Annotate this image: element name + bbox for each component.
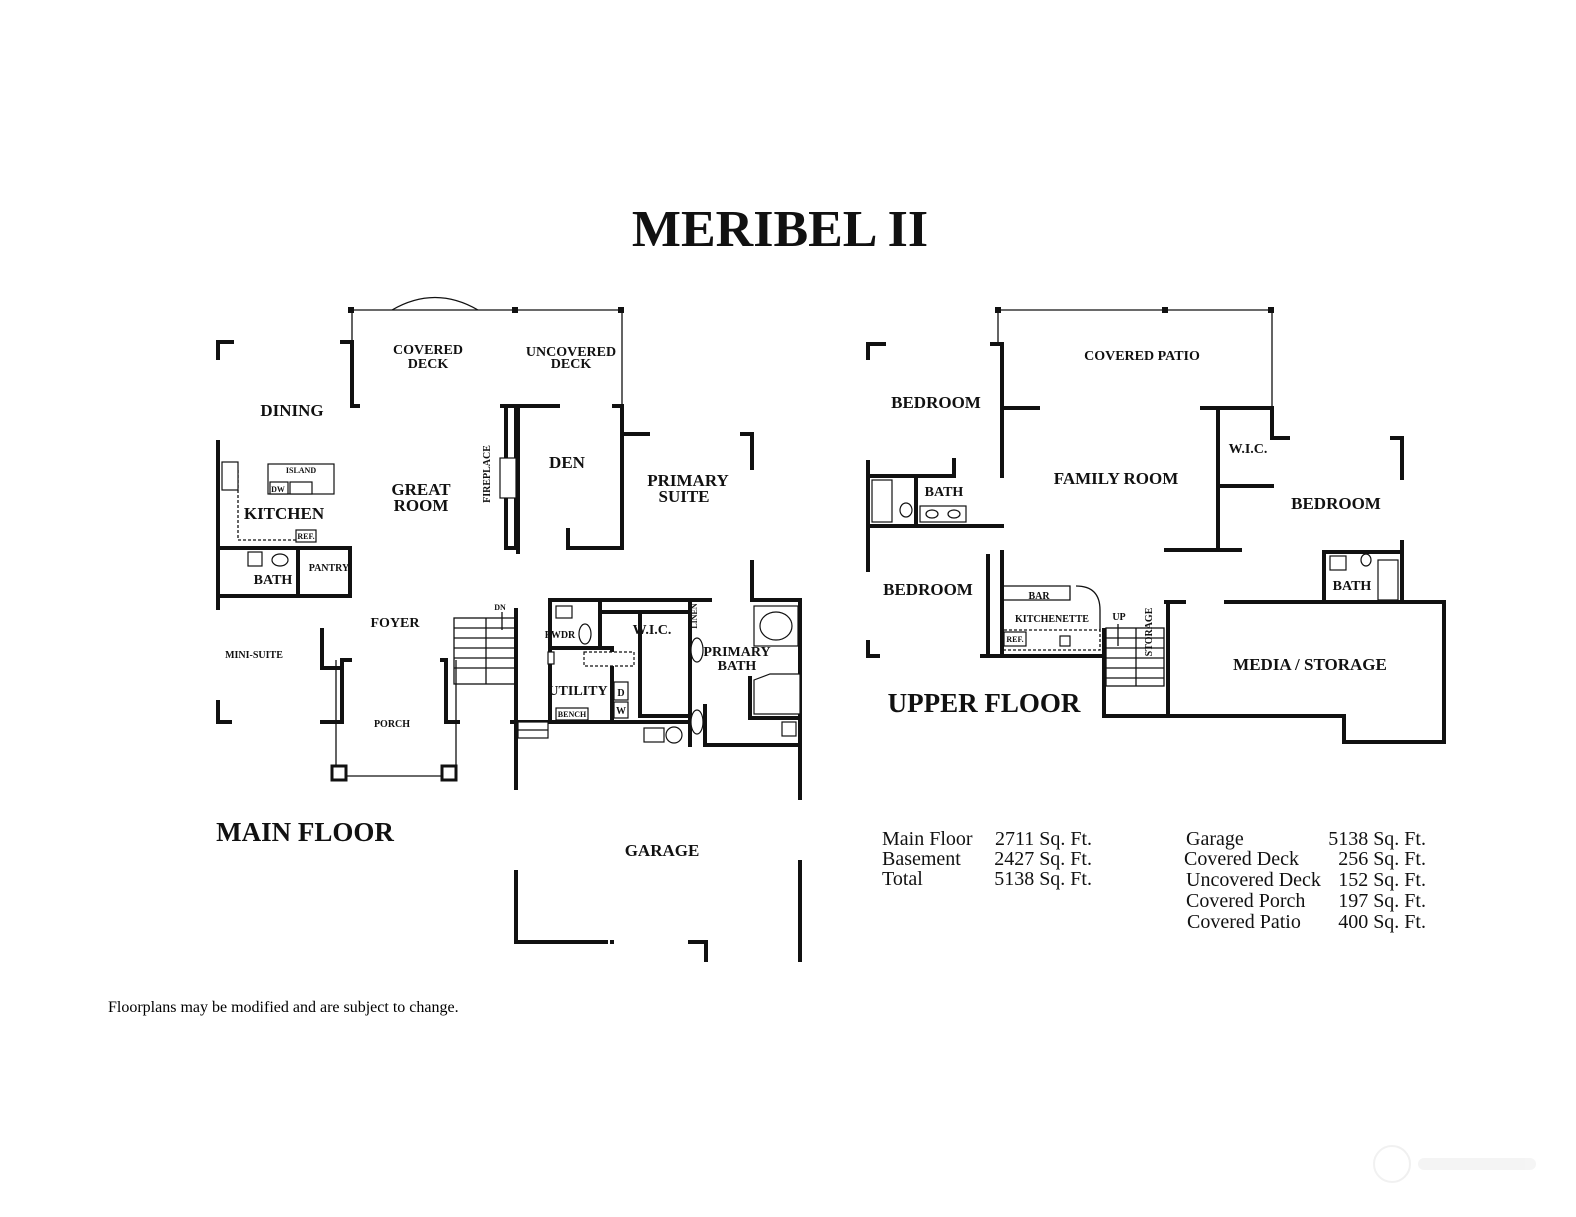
den-label: DEN: [549, 453, 586, 472]
stat-label: Covered Patio: [1187, 911, 1301, 933]
family-room-label: FAMILY ROOM: [1054, 469, 1179, 488]
bedroom-1-label: BEDROOM: [891, 393, 981, 412]
wic-label: W.I.C.: [633, 623, 672, 638]
utility-label: UTILITY: [548, 684, 607, 699]
dryer-label: D: [617, 688, 624, 699]
pantry-label: PANTRY: [309, 563, 350, 574]
kitchen-label: KITCHEN: [244, 504, 325, 523]
primary-bath-label-2: BATH: [718, 659, 757, 674]
disclaimer: Floorplans may be modified and are subje…: [108, 999, 459, 1016]
dn-label: DN: [494, 603, 506, 612]
stat-label: Basement: [882, 848, 961, 870]
bench-label: BENCH: [558, 710, 587, 719]
primary-suite-label-1: PRIMARY: [647, 471, 729, 490]
covered-deck-label-1: COVERED: [393, 343, 463, 358]
porch-label: PORCH: [374, 719, 410, 730]
stat-value: 2427 Sq. Ft.: [994, 848, 1092, 870]
upper-wic-label: W.I.C.: [1229, 442, 1268, 457]
washer-label: W: [616, 706, 626, 717]
bath-1-label: BATH: [925, 485, 964, 500]
bedroom-2-label: BEDROOM: [1291, 494, 1381, 513]
area-stats-left: Main Floor 2711 Sq. Ft. Basement 2427 Sq…: [882, 828, 1092, 890]
primary-suite-label-2: SUITE: [658, 487, 709, 506]
garage-label: GARAGE: [625, 841, 700, 860]
stat-value: 5138 Sq. Ft.: [994, 868, 1092, 890]
pwdr-label: PWDR: [545, 630, 576, 641]
plan-title: MERIBEL II: [632, 201, 928, 258]
great-room-label-1: GREAT: [391, 480, 451, 499]
dining-label: DINING: [260, 401, 323, 420]
kitchenette-label: KITCHENETTE: [1015, 614, 1089, 625]
stat-value: 2711 Sq. Ft.: [995, 828, 1092, 850]
stat-label: Uncovered Deck: [1186, 869, 1321, 891]
mini-suite-label: MINI-SUITE: [225, 650, 283, 661]
stat-value: 152 Sq. Ft.: [1338, 869, 1426, 891]
primary-bath-label-1: PRIMARY: [703, 645, 770, 660]
bedroom-3-label: BEDROOM: [883, 580, 973, 599]
upper-floor-plan: COVERED PATIO BEDROOM BATH FAMILY ROOM W…: [865, 307, 1446, 744]
stat-value: 400 Sq. Ft.: [1338, 911, 1426, 933]
stat-value: 256 Sq. Ft.: [1338, 848, 1426, 870]
stat-label: Garage: [1186, 828, 1244, 850]
stat-value: 5138 Sq. Ft.: [1328, 828, 1426, 850]
stat-value: 197 Sq. Ft.: [1338, 890, 1426, 912]
bath-2-label: BATH: [1333, 579, 1372, 594]
foyer-label: FOYER: [371, 616, 421, 631]
up-label: UP: [1112, 612, 1125, 623]
main-floor-plan: COVERED DECK UNCOVERED DECK DINING ISLAN…: [215, 296, 803, 962]
stat-label: Covered Porch: [1186, 890, 1305, 912]
dw-label: DW: [271, 485, 285, 494]
great-room-label-2: ROOM: [394, 496, 449, 515]
fireplace-label: FIREPLACE: [482, 445, 493, 503]
watermark-logo: [1373, 1145, 1536, 1183]
media-storage-label: MEDIA / STORAGE: [1233, 655, 1387, 674]
upper-stairs: [1105, 624, 1165, 687]
area-stats-right: Garage 5138 Sq. Ft. Covered Deck 256 Sq.…: [1184, 828, 1426, 933]
upper-ref-label: REF.: [1006, 635, 1023, 644]
stat-label: Total: [882, 868, 923, 890]
stat-label: Main Floor: [882, 828, 973, 850]
covered-patio-label: COVERED PATIO: [1084, 349, 1200, 364]
main-stairs: [453, 612, 517, 685]
stat-label: Covered Deck: [1184, 848, 1299, 870]
ref-label: REF.: [297, 532, 314, 541]
uncovered-deck-label-1: UNCOVERED: [526, 345, 616, 360]
main-floor-title: MAIN FLOOR: [216, 817, 394, 847]
island-label: ISLAND: [286, 466, 316, 475]
linen-label: LINEN: [690, 603, 699, 629]
storage-label: STORAGE: [1144, 607, 1155, 656]
uncovered-deck-label-2: DECK: [551, 357, 592, 372]
main-bath-label: BATH: [254, 573, 293, 588]
covered-deck-label-2: DECK: [408, 357, 449, 372]
upper-floor-title: UPPER FLOOR: [888, 688, 1081, 718]
bar-label: BAR: [1028, 591, 1050, 602]
